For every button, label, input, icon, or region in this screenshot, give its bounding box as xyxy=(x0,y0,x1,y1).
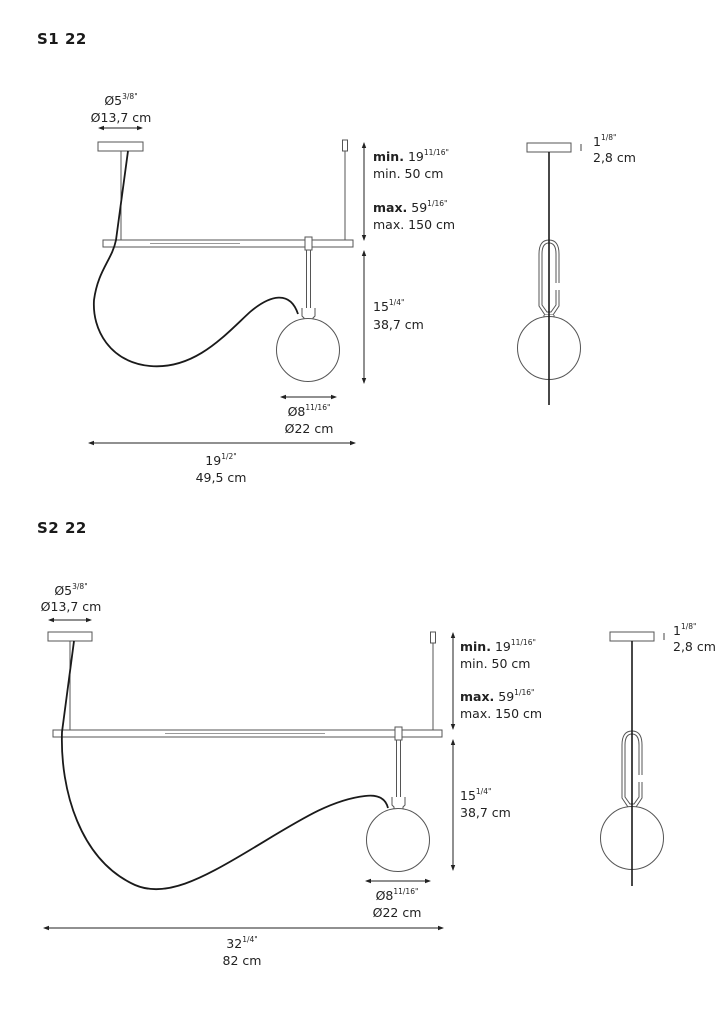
s2-cable xyxy=(61,640,389,891)
s2-globe xyxy=(366,808,430,872)
s2-globe-diameter-metric: Ø22 cm xyxy=(372,905,422,920)
section-title-s1: S1 22 xyxy=(37,30,87,48)
s1-globe-diameter-metric: Ø22 cm xyxy=(284,421,334,436)
s2-width-metric: 82 cm xyxy=(222,953,262,968)
s1-canopy-diameter-metric: Ø13,7 cm xyxy=(90,110,152,125)
s2-canopy xyxy=(47,631,93,642)
s2-canopy-diameter-imperial: Ø53/8" xyxy=(54,582,88,598)
s2-max-height-metric: max. 150 cm xyxy=(460,706,543,721)
s2-canopy-height-imperial: 11/8" xyxy=(673,622,697,638)
s1-drop-imperial: 151/4" xyxy=(373,298,405,314)
s1-front-view xyxy=(88,125,367,446)
s1-width-metric: 49,5 cm xyxy=(195,470,247,485)
s2-min-height-metric: min. 50 cm xyxy=(460,656,531,671)
s2-width-imperial: 321/4" xyxy=(226,935,258,951)
s2-drop-imperial: 151/4" xyxy=(460,787,492,803)
s1-canopy-height-metric: 2,8 cm xyxy=(593,150,636,165)
s2-globe-diameter-imperial: Ø811/16" xyxy=(375,887,419,903)
s2-side-view xyxy=(600,631,665,886)
s1-canopy xyxy=(97,141,144,152)
s1-drop-metric: 38,7 cm xyxy=(373,317,424,332)
s2-canopy-diameter-metric: Ø13,7 cm xyxy=(40,599,102,614)
section-title-s2: S2 22 xyxy=(37,519,87,537)
s1-width-imperial: 191/2" xyxy=(205,452,237,468)
s1-canopy-diameter-imperial: Ø53/8" xyxy=(104,92,138,108)
s2-canopy-height-metric: 2,8 cm xyxy=(673,639,716,654)
s2-front-view xyxy=(43,617,456,931)
s1-min-height-metric: min. 50 cm xyxy=(373,166,444,181)
s1-max-height-metric: max. 150 cm xyxy=(373,217,456,232)
s1-max-height-imperial: max. 591/16" xyxy=(373,199,448,215)
s1-side-view xyxy=(517,142,582,405)
s2-max-height-imperial: max. 591/16" xyxy=(460,688,535,704)
s1-min-height-imperial: min. 1911/16" xyxy=(373,148,449,164)
s1-wire-clip xyxy=(342,139,348,152)
s1-cable xyxy=(93,150,299,368)
s1-canopy-height-imperial: 11/8" xyxy=(593,133,617,149)
s1-globe xyxy=(276,318,340,382)
s2-min-height-imperial: min. 1911/16" xyxy=(460,638,536,654)
s1-globe-diameter-imperial: Ø811/16" xyxy=(287,403,331,419)
s2-drop-metric: 38,7 cm xyxy=(460,805,511,820)
